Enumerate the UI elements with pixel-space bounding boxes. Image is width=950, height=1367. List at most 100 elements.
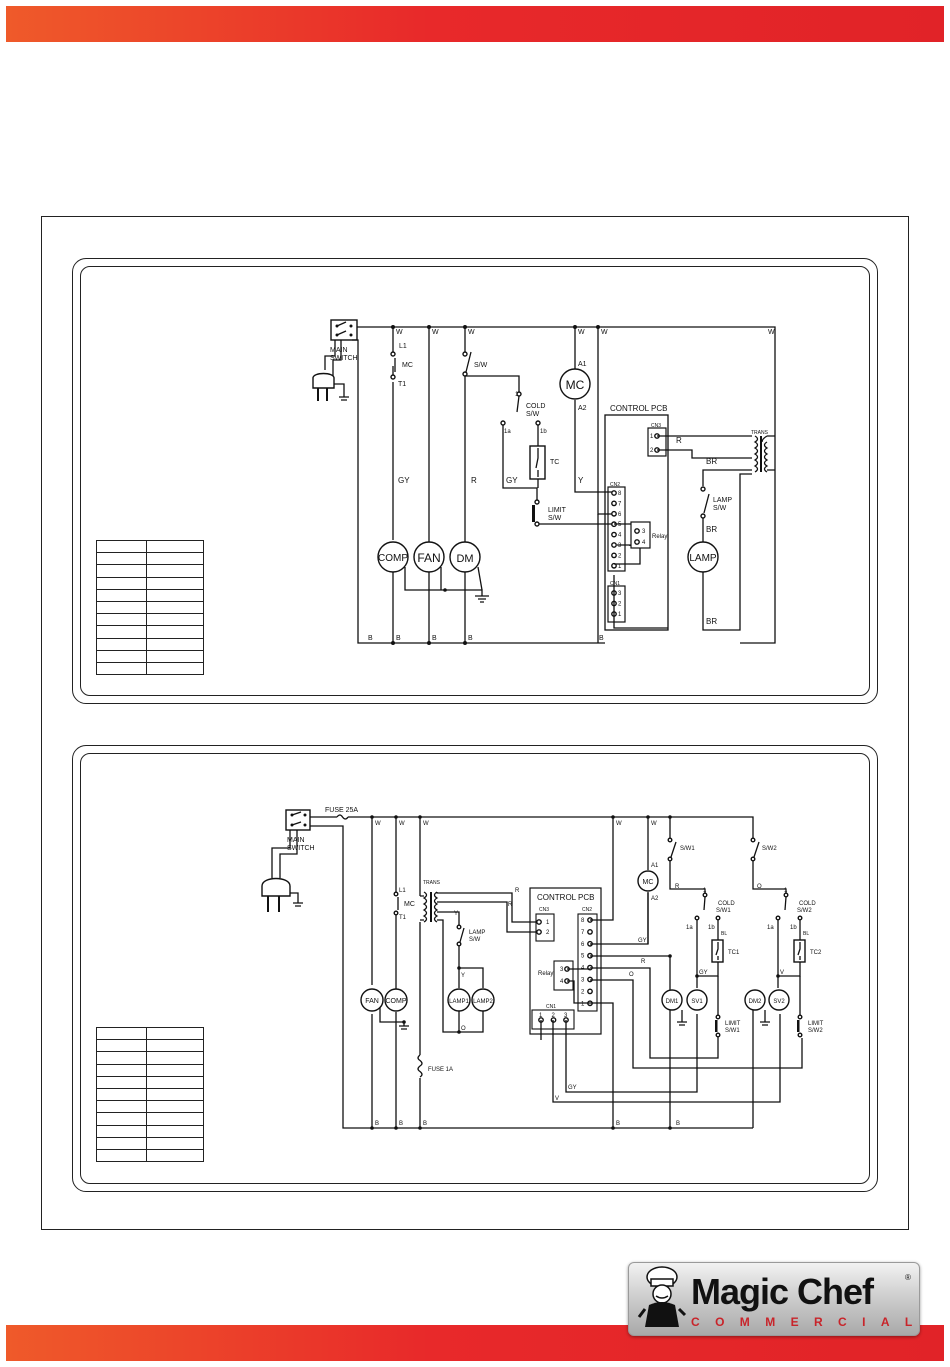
wire-label: R <box>641 959 646 965</box>
wire-label: Y <box>578 476 584 485</box>
fuse-label: FUSE 1A <box>428 1067 453 1073</box>
terminal-label: 1b <box>540 429 547 435</box>
wire-label: BR <box>706 457 717 466</box>
dm-label: DM2 <box>749 999 762 1005</box>
switch-label: S/W1 <box>680 846 695 852</box>
legend-row <box>96 576 204 590</box>
wire-label: W <box>468 329 475 336</box>
compressor-label: COMP <box>378 553 408 564</box>
legend-cell <box>146 649 204 663</box>
limit-switch-label: S/W1 <box>725 1028 740 1034</box>
wire-label: W <box>432 329 439 336</box>
wire-label: B <box>599 635 604 642</box>
wire-label: B <box>468 635 473 642</box>
connector-pin <box>611 500 617 507</box>
control-pcb-label: CONTROL PCB <box>610 404 668 413</box>
terminal-label: 1 <box>515 392 519 398</box>
pin-label: 7 <box>618 501 622 507</box>
control-pcb <box>604 414 669 631</box>
lamp-icon <box>687 541 719 573</box>
wire-label: W <box>601 329 608 336</box>
pin-label: 4 <box>618 533 622 539</box>
cold-switch-label: COLD <box>799 901 816 907</box>
pin-label: 2 <box>552 1013 556 1019</box>
main-switch-label: MAIN <box>330 347 348 354</box>
cold-switch-label: S/W1 <box>716 908 731 914</box>
legend-row <box>96 1063 204 1077</box>
wire-label: W <box>651 821 657 827</box>
connector-pin <box>611 510 617 517</box>
sv-label: SV1 <box>691 999 703 1005</box>
connector-label: CN1 <box>610 581 620 587</box>
pin-label: 3 <box>564 1013 568 1019</box>
legend-row <box>96 637 204 651</box>
header-bar <box>6 6 944 42</box>
wire-label: B <box>616 1121 620 1127</box>
legend-row <box>96 1051 204 1065</box>
pin-label: 4 <box>642 540 646 546</box>
lamp-switch-label: S/W <box>713 505 727 512</box>
pin-label: 4 <box>560 979 564 985</box>
thermostat-label: TC2 <box>810 950 822 956</box>
wire-label: B <box>396 635 401 642</box>
motor-icon <box>559 368 591 400</box>
wire-label: V <box>780 970 784 976</box>
terminal-label: A2 <box>651 896 659 902</box>
chef-mascot-icon <box>637 1266 687 1327</box>
brand-name: Magic Chef <box>691 1271 874 1312</box>
terminal-label: L1 <box>399 888 406 894</box>
wire-label: BR <box>706 525 717 534</box>
registered-mark: ® <box>905 1273 911 1282</box>
legend-row <box>96 539 204 554</box>
terminal-label: 1a <box>504 429 511 435</box>
pin-label: 1 <box>539 1013 543 1019</box>
pin-label: 5 <box>618 522 622 528</box>
wiring-diagram-1: MAIN SWITCH W W W W W W B B B B B L1 MC … <box>312 319 776 645</box>
wire-label: O <box>757 884 762 890</box>
terminal-label: 1a <box>767 925 774 931</box>
wire-label: GY <box>568 1085 577 1091</box>
connector-pin <box>611 490 617 496</box>
connector-pin <box>611 531 617 538</box>
pin-label: 1 <box>618 612 622 618</box>
pin-label: 2 <box>618 553 622 559</box>
legend-cell <box>96 661 147 676</box>
fan-motor-icon <box>360 988 384 1012</box>
legend-row <box>96 1039 204 1053</box>
connector-pin <box>587 929 593 935</box>
fan-label: FAN <box>417 551 440 565</box>
legend-row <box>96 649 204 663</box>
solenoid-valve-icon <box>768 989 790 1011</box>
wire-label: R <box>515 888 520 894</box>
legend-row <box>96 613 204 627</box>
pin-label: 6 <box>618 512 622 518</box>
switch-label: S/W2 <box>762 846 777 852</box>
fuse-label: FUSE 25A <box>325 807 358 814</box>
legend-row <box>96 600 204 615</box>
terminal-label: A1 <box>651 863 659 869</box>
terminal-label: 1b <box>708 925 715 931</box>
wire-label: W <box>768 329 775 336</box>
wire-label: W <box>396 329 403 336</box>
transformer-label: TRANS <box>751 430 769 436</box>
wire-label: W <box>399 821 405 827</box>
power-plug-icon <box>312 319 358 401</box>
transformer-icon <box>753 435 769 473</box>
pin-label: 6 <box>581 942 585 948</box>
lamp-label: LAMP2 <box>473 999 493 1005</box>
pin-label: 2 <box>581 989 585 995</box>
wire-label: B <box>432 635 437 642</box>
wiring-panel-2 <box>72 745 878 1192</box>
connector-label: CN1 <box>546 1004 556 1010</box>
lamp-label: LAMP1 <box>449 999 469 1005</box>
fan-label: FAN <box>365 998 379 1005</box>
wire-label: V <box>555 1096 559 1102</box>
pin-label: 2 <box>546 930 550 936</box>
transformer-label: TRANS <box>423 880 441 886</box>
pin-label: 7 <box>581 930 585 936</box>
wire-label: R <box>675 884 680 890</box>
limit-switch-label: LIMIT <box>808 1021 824 1027</box>
wire-label: W <box>423 821 429 827</box>
diagram-frame <box>41 216 909 1230</box>
main-switch-label: MAIN <box>287 837 305 844</box>
